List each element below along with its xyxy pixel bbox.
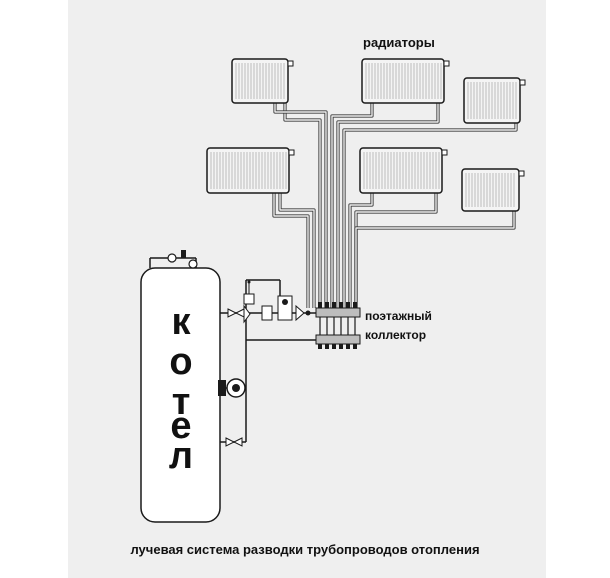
boiler: к о т е л xyxy=(140,250,221,523)
manifold-icon xyxy=(315,302,361,349)
radiator-icon xyxy=(461,168,525,212)
radiators-label: радиаторы xyxy=(363,35,435,50)
manifold-port xyxy=(353,302,357,308)
manifold-port xyxy=(346,344,350,349)
expansion-valve-icon xyxy=(243,280,255,324)
manifold-port xyxy=(339,302,343,308)
mixing-unit-icon xyxy=(261,295,311,322)
pipe-network xyxy=(272,103,518,308)
radiator-icon xyxy=(206,147,295,194)
boiler-letter-3: т xyxy=(172,381,191,423)
pressure-gauge-icon xyxy=(167,253,177,263)
radiator-icon xyxy=(361,58,450,104)
radiator-group xyxy=(206,58,526,212)
safety-group xyxy=(149,250,198,269)
return-manifold xyxy=(315,334,361,345)
air-vent-icon xyxy=(181,250,186,258)
diagram-caption: лучевая система разводки трубопроводов о… xyxy=(130,542,479,557)
collector-label-line2: коллектор xyxy=(365,328,426,342)
radiator-icon xyxy=(231,58,294,104)
boiler-letter-4: е xyxy=(170,405,191,447)
manifold-port xyxy=(332,344,336,349)
manifold-port xyxy=(318,302,322,308)
manifold-port xyxy=(325,344,329,349)
manifold-port xyxy=(346,302,350,308)
radiator-icon xyxy=(359,147,448,194)
boiler-letter-5: л xyxy=(169,435,193,477)
safety-valve-icon xyxy=(188,259,198,269)
supply-manifold xyxy=(315,307,361,318)
radiator-icon xyxy=(463,77,526,124)
manifold-port xyxy=(339,344,343,349)
boiler-letter-1: к xyxy=(171,301,191,343)
manifold-port xyxy=(353,344,357,349)
collector-label-line1: поэтажный xyxy=(365,309,432,323)
boiler-letter-2: о xyxy=(169,341,192,383)
manifold-port xyxy=(318,344,322,349)
manifold-port xyxy=(332,302,336,308)
valve-icon xyxy=(225,437,243,447)
pump-icon xyxy=(218,378,246,398)
manifold-port xyxy=(325,302,329,308)
boiler-piping xyxy=(218,279,316,447)
